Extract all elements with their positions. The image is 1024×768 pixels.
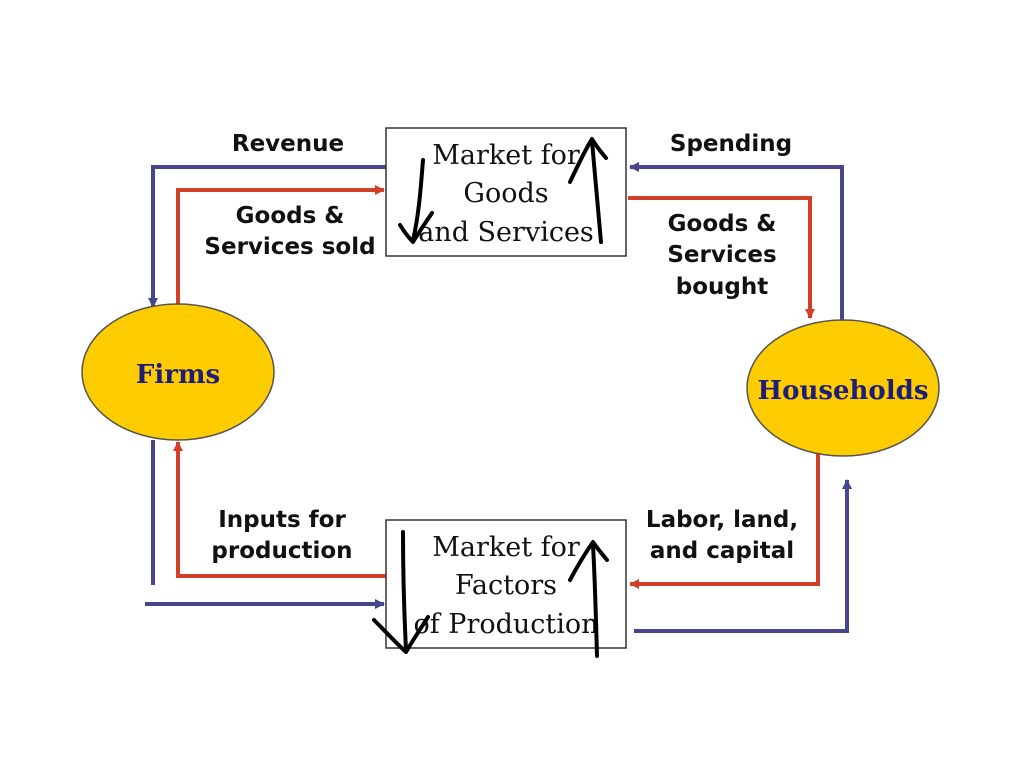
factors-market-box: Market for Factors of Production [385,519,627,649]
inputs-label-line-1: Inputs for [218,507,346,533]
revenue-flow-arrow [148,165,386,308]
goods-sold-label-line-2: Services sold [204,234,375,260]
households-node: Households [746,319,940,457]
factors-market-down-annotation-icon [372,530,430,654]
goods-bought-label-line-1: Goods & [668,211,777,237]
goods-bought-flow-arrow [628,196,815,319]
goods-bought-label-line-3: bought [676,274,768,300]
goods-market-line-1: Market for [432,140,580,171]
goods-sold-flow-arrow [176,185,385,305]
households-label: Households [758,376,929,406]
labor-land-capital-flow-arrow [629,452,820,589]
factors-market-line-2: Factors [455,570,557,601]
goods-market-line-3: and Services [418,217,594,248]
goods-market-line-2: Goods [463,178,548,209]
goods-market-up-annotation-icon [568,137,608,244]
goods-bought-label-line-2: Services [667,242,776,268]
inputs-label-line-2: production [211,538,352,564]
goods-market-down-annotation-icon [398,158,434,244]
goods-sold-label-line-1: Goods & [236,203,345,229]
firms-node: Firms [81,303,275,441]
income-flow-arrow [634,479,852,633]
factors-market-line-3: of Production [413,609,598,640]
revenue-label: Revenue [232,131,344,157]
inputs-flow-arrow [173,441,386,578]
factors-market-line-1: Market for [432,532,580,563]
factors-market-up-annotation-icon [568,540,609,658]
labor-label-line-1: Labor, land, [646,507,798,533]
spending-flow-arrow [629,162,844,322]
firms-label: Firms [136,360,220,390]
spending-label: Spending [670,131,792,157]
labor-label-line-2: and capital [650,538,794,564]
